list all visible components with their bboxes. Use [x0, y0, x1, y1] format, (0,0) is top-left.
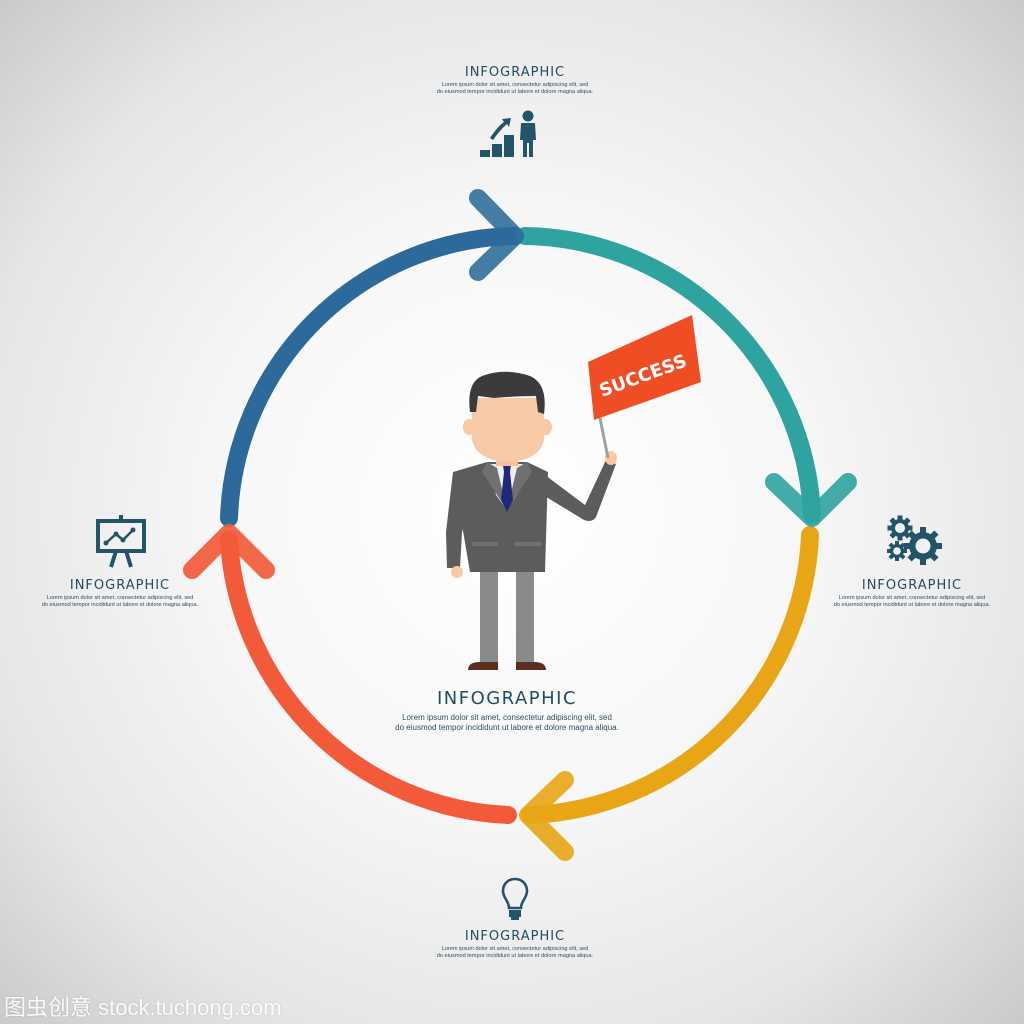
watermark: 图虫创意 stock.tuchong.com [4, 995, 282, 1020]
step-left-desc-1: Lorem ipsum dolor sit amet, consectetur … [46, 595, 194, 601]
step-left-title: INFOGRAPHIC [69, 578, 171, 593]
arc-blue [220, 227, 524, 527]
step-top-title: INFOGRAPHIC [464, 65, 566, 80]
gears-icon [887, 515, 942, 565]
left-arm [446, 472, 470, 568]
presentation-board-icon [96, 515, 146, 568]
left-hand [451, 566, 463, 578]
center-step: INFOGRAPHIC Lorem ipsum dolor sit amet, … [357, 690, 657, 734]
growth-chart-person-icon [480, 110, 536, 157]
arrowhead-teal-icon [765, 473, 857, 527]
hair [469, 371, 545, 414]
right-shoe [516, 662, 546, 670]
step-right-desc-1: Lorem ipsum dolor sit amet, consectetur … [838, 595, 986, 601]
arc-yellow [521, 526, 819, 824]
arrowhead-blue-icon [469, 189, 524, 281]
step-left-desc-2: do eiusmod tempor incididunt ut labore e… [41, 602, 199, 609]
center-title: INFOGRAPHIC [436, 688, 578, 709]
left-shoe [468, 662, 498, 670]
arrowhead-yellow-icon [519, 771, 574, 861]
left-leg [480, 570, 498, 662]
face [472, 398, 544, 462]
step-bottom-title: INFOGRAPHIC [464, 929, 566, 944]
center-desc-2: do eiusmod tempor incididunt ut labore e… [395, 723, 619, 733]
step-top-desc-1: Lorem ipsum dolor sit amet, consectetur … [441, 82, 589, 88]
tie [501, 465, 513, 512]
right-leg [516, 570, 534, 662]
arrowhead-red-icon [183, 524, 275, 579]
step-bottom-desc-1: Lorem ipsum dolor sit amet, consectetur … [441, 946, 589, 952]
step-right-title: INFOGRAPHIC [861, 578, 963, 593]
step-right-desc-2: do eiusmod tempor incididunt ut labore e… [833, 602, 991, 609]
center-desc-1: Lorem ipsum dolor sit amet, consectetur … [402, 713, 612, 722]
step-bottom-desc-2: do eiusmod tempor incididunt ut labore e… [436, 953, 594, 960]
arc-teal [516, 227, 821, 524]
step-right: INFOGRAPHIC Lorem ipsum dolor sit amet, … [812, 579, 1012, 610]
step-top: INFOGRAPHIC Lorem ipsum dolor sit amet, … [415, 66, 615, 97]
success-flag: SUCCESS [588, 315, 701, 420]
businessman-figure: SUCCESS [446, 315, 701, 670]
step-left: INFOGRAPHIC Lorem ipsum dolor sit amet, … [20, 579, 220, 610]
flag-pole [598, 417, 610, 459]
step-bottom: INFOGRAPHIC Lorem ipsum dolor sit amet, … [415, 930, 615, 961]
raised-arm [543, 460, 616, 521]
arc-red [220, 531, 517, 824]
lightbulb-icon [501, 877, 529, 920]
step-top-desc-2: do eiusmod tempor incididunt ut labore e… [436, 89, 594, 96]
